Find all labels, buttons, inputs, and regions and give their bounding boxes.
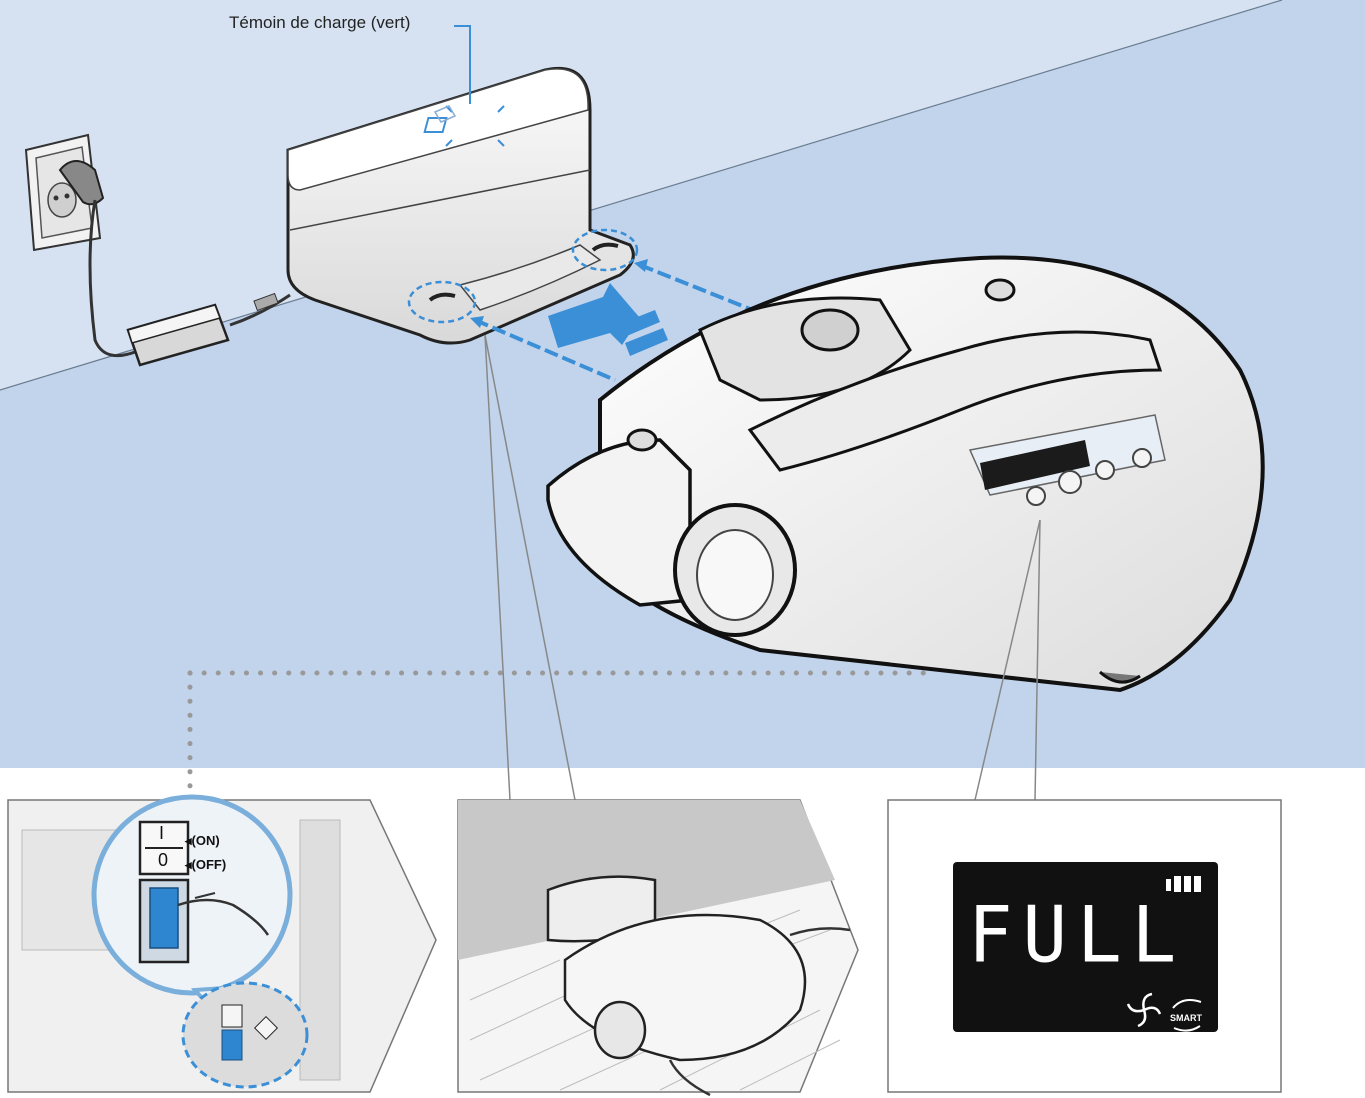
switch-off-label: ◂(OFF) [185,857,227,872]
power-cable [88,199,291,358]
callout-line [454,25,471,104]
charge-indicator-icon [423,105,505,147]
robot-vacuum [546,255,1265,693]
wall-outlet-icon [24,133,105,252]
smart-icon [1172,999,1202,1032]
switch-on-text: (ON) [191,833,220,848]
power-switch-panel [7,794,437,1093]
docking-panel [457,799,859,1097]
display-panel [887,799,1282,1093]
fan-icon [1126,992,1162,1028]
switch-on-label: ◂(ON) [185,833,220,848]
dotted-guide-line [187,670,928,813]
lcd-full-text: FULL [968,889,1187,981]
robot-control-panel [968,414,1166,506]
zoom-callout-lines [484,334,1041,801]
power-adapter-icon [126,303,230,367]
battery-icon [1166,876,1201,892]
switch-on-symbol: I [159,823,165,843]
docking-arrow [470,259,761,382]
charging-dock [286,66,639,345]
switch-off-symbol: 0 [158,850,169,870]
smart-label: SMART [1170,1013,1202,1023]
switch-off-text: (OFF) [191,857,227,872]
charge-indicator-label: Témoin de charge (vert) [229,13,411,32]
